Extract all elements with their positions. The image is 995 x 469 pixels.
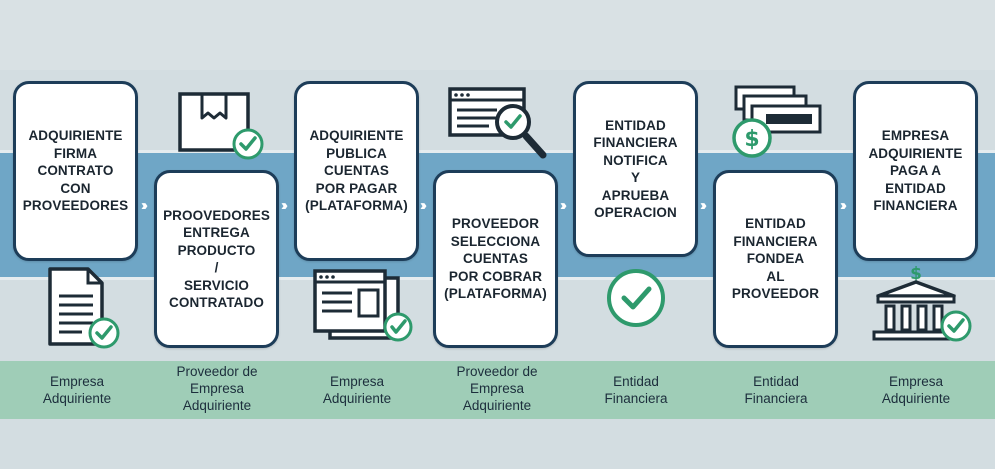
search-browser-icon — [448, 87, 547, 159]
step-1-box: ADQUIRIENTE FIRMA CONTRATO CON PROVEEDOR… — [13, 81, 138, 261]
step-3-role: Empresa Adquiriente — [322, 374, 392, 406]
step-5-text: ENTIDAD FINANCIERA NOTIFICA Y APRUEBA OP… — [593, 117, 678, 221]
svg-text:$: $ — [910, 264, 922, 284]
step-2-role: Proveedor de Empresa Adquiriente — [176, 364, 258, 413]
step-7-role: Empresa Adquiriente — [881, 374, 951, 406]
bank-dollar-icon: $ — [872, 264, 972, 342]
step-6-text: ENTIDAD FINANCIERA FONDEA AL PROVEEDOR — [731, 216, 820, 302]
band-top-line — [0, 150, 995, 153]
connector-6-7: ››› — [840, 197, 847, 214]
connector-5-6: ››› — [700, 197, 707, 214]
connector-1-2: ››› — [141, 197, 148, 214]
connector-3-4: ››› — [420, 197, 427, 214]
signed-document-icon — [48, 267, 120, 349]
step-4-role: Proveedor de Empresa Adquiriente — [456, 364, 538, 413]
connector-2-3: ››› — [281, 197, 288, 214]
step-4-box: PROVEEDOR SELECCIONA CUENTAS POR COBRAR … — [433, 170, 558, 348]
delivered-box-icon — [178, 92, 264, 160]
connector-4-5: ››› — [560, 197, 567, 214]
platform-windows-icon — [313, 269, 413, 342]
svg-text:$: $ — [744, 127, 759, 152]
top-background — [0, 0, 995, 70]
step-5-role: Entidad Financiera — [604, 374, 668, 406]
step-2-box: PROOVEDORES ENTREGA PRODUCTO / SERVICIO … — [154, 170, 279, 348]
step-4-text: PROVEEDOR SELECCIONA CUENTAS POR COBRAR … — [444, 216, 547, 302]
money-bills-icon: $ — [732, 85, 822, 158]
step-3-box: ADQUIRIENTE PUBLICA CUENTAS POR PAGAR (P… — [294, 81, 419, 261]
step-3-text: ADQUIRIENTE PUBLICA CUENTAS POR PAGAR (P… — [305, 128, 408, 214]
approved-check-icon — [607, 269, 665, 327]
step-7-box: EMPRESA ADQUIRIENTE PAGA A ENTIDAD FINAN… — [853, 81, 978, 261]
step-6-box: ENTIDAD FINANCIERA FONDEA AL PROVEEDOR — [713, 170, 838, 348]
step-1-text: ADQUIRIENTE FIRMA CONTRATO CON PROVEEDOR… — [22, 128, 129, 214]
role-strip — [0, 361, 995, 419]
step-6-role: Entidad Financiera — [744, 374, 808, 406]
step-7-text: EMPRESA ADQUIRIENTE PAGA A ENTIDAD FINAN… — [868, 128, 963, 214]
step-1-role: Empresa Adquiriente — [42, 374, 112, 406]
step-2-text: PROOVEDORES ENTREGA PRODUCTO / SERVICIO … — [163, 207, 270, 311]
step-5-box: ENTIDAD FINANCIERA NOTIFICA Y APRUEBA OP… — [573, 81, 698, 257]
bottom-background — [0, 419, 995, 469]
